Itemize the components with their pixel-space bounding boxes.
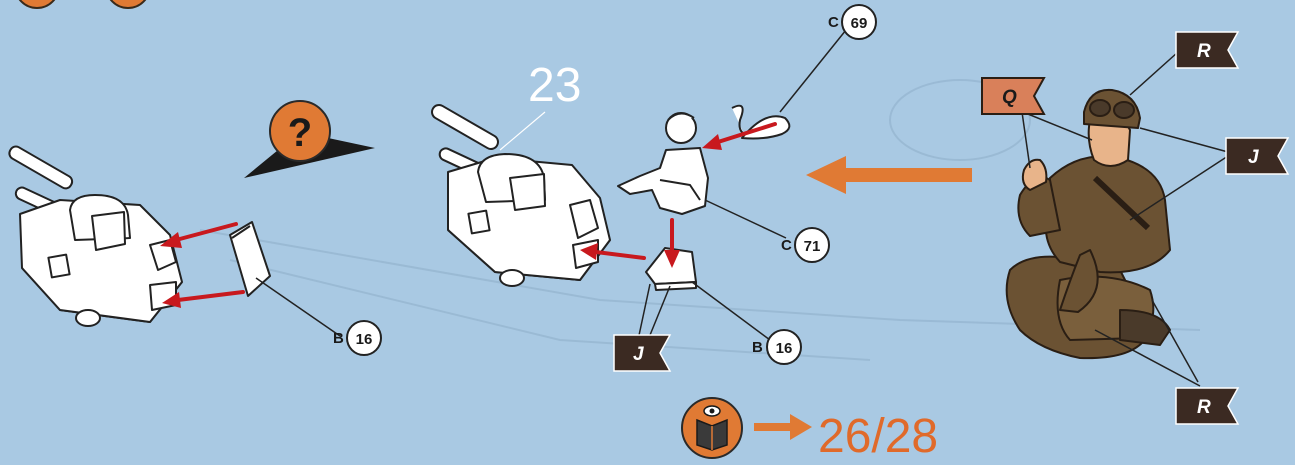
part-label-c69: C 69 <box>828 5 876 39</box>
part-label-b16-middle: B 16 <box>752 330 801 364</box>
flag-letter: R <box>1197 41 1211 62</box>
part-label-c71: C 71 <box>781 228 829 262</box>
page-reference: 26/28 <box>682 398 938 463</box>
turret-left <box>7 144 182 326</box>
paint-flag-j-middle: J <box>614 335 670 371</box>
flag-letter: J <box>1248 147 1259 168</box>
part-letter: B <box>752 339 763 356</box>
flag-letter: Q <box>1002 87 1017 108</box>
part-figure-c71 <box>618 113 708 214</box>
paint-flag-r-bottom: R <box>1176 388 1238 424</box>
help-question-mark: ? <box>288 111 312 155</box>
part-plate-left <box>230 222 270 296</box>
part-number: 16 <box>776 340 793 357</box>
top-left-badges <box>15 0 150 8</box>
step-number: 23 <box>528 59 581 112</box>
part-letter: C <box>828 14 839 31</box>
turret-middle <box>429 102 610 286</box>
part-letter: B <box>333 330 344 347</box>
help-question-badge: ? <box>244 101 375 178</box>
flag-letter: R <box>1197 397 1211 418</box>
paint-flag-r-top: R <box>1176 32 1238 68</box>
paint-flag-j-right: J <box>1226 138 1288 174</box>
arrow-orange-big <box>806 156 972 194</box>
part-label-b16-left: B 16 <box>333 321 381 355</box>
page-reference-text: 26/28 <box>818 410 938 463</box>
part-number: 71 <box>804 238 821 255</box>
flag-letter: J <box>633 344 644 365</box>
arrow-head-mid-1 <box>702 134 722 150</box>
part-number: 69 <box>851 15 868 32</box>
part-letter: C <box>781 237 792 254</box>
paint-flag-q: Q <box>982 78 1044 114</box>
arrow-right-icon <box>790 414 812 440</box>
part-number: 16 <box>356 331 373 348</box>
callout-line-b16-left <box>256 278 340 336</box>
step-leader-line <box>500 112 545 150</box>
